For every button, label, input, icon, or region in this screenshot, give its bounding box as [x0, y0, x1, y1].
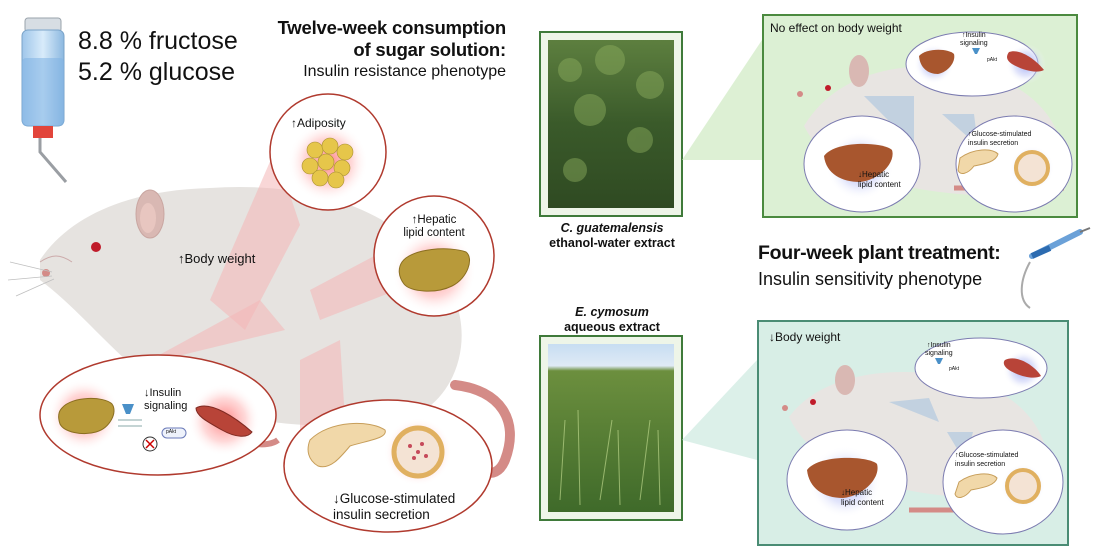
muscle-icon — [1007, 51, 1044, 72]
panel-treatment-cymosum: ↓Body weight ↑Insulin signaling pAkt ↓He… — [757, 320, 1069, 546]
panel-top-insulin-line1: ↑Insulin — [961, 32, 986, 39]
panel-top-graphics — [797, 31, 1073, 213]
insulin-callout-left — [39, 354, 277, 476]
panel-treatment-guatemalensis: No effect on body weight ↑Insulin signal… — [762, 14, 1078, 218]
left-body-weight-label: ↑Body weight — [178, 251, 256, 266]
right-title-line1: Four-week plant treatment: — [758, 242, 1001, 264]
left-title-line1: Twelve-week consumption — [277, 17, 507, 38]
plant1-caption: C. guatemalensis ethanol-water extract — [520, 221, 704, 251]
liver-icon — [824, 143, 893, 182]
panel-top-hepatic-line2: lipid content — [858, 180, 901, 189]
panel-bottom-gsis-label: ↑Glucose-stimulated insulin secretion — [955, 451, 1018, 469]
pancreas-icon — [307, 422, 386, 468]
adiposity-callout — [269, 93, 387, 211]
syringe-icon — [1020, 227, 1091, 309]
plant1-species: C. guatemalensis — [560, 221, 664, 235]
hepatic-callout-left — [373, 195, 495, 317]
panel-top-gsis-line1: ↑Glucose-stimulated — [968, 131, 1032, 138]
panel-bottom-hepatic-line2: lipid content — [841, 498, 884, 507]
insulin-receptor-icon — [935, 358, 943, 364]
panel-top-insulin-line2: signaling — [960, 40, 988, 47]
glucose-label: 5.2 % glucose — [78, 58, 236, 86]
left-title: Twelve-week consumption of sugar solutio… — [262, 17, 507, 83]
left-title-line2: of sugar solution: — [353, 39, 506, 60]
plant2-extract: aqueous extract — [564, 320, 660, 334]
left-insulin-label: ↓Insulin signaling — [144, 387, 187, 413]
panel-top-body-weight: No effect on body weight — [770, 21, 902, 35]
panel-bottom-insulin-line1: ↑Insulin — [926, 342, 951, 349]
left-gsis-line2: insulin secretion — [333, 507, 430, 522]
panel-bottom-akt-label: pAkt — [949, 366, 960, 372]
plant-photo-guatemalensis — [548, 40, 674, 208]
panel-bottom-insulin-label: ↑Insulin signaling — [925, 342, 953, 358]
insulin-receptor-icon — [118, 404, 187, 452]
islet-icon — [1005, 468, 1041, 504]
liver-icon — [58, 398, 115, 435]
left-title-line3: Insulin resistance phenotype — [303, 63, 506, 80]
left-insulin-line2: signaling — [144, 400, 188, 412]
panel-bottom-hepatic-label: ↓Hepatic lipid content — [841, 488, 884, 508]
insulin-receptor-icon — [972, 48, 980, 54]
left-hepatic-line1: ↑Hepatic — [411, 214, 457, 226]
panel-bottom-body-weight: ↓Body weight — [769, 330, 841, 344]
panel-bottom-gsis-line1: ↑Glucose-stimulated — [955, 452, 1019, 459]
panel-bottom-gsis-line2: insulin secretion — [955, 461, 1006, 468]
water-bottle-icon — [21, 17, 68, 183]
liver-icon — [807, 457, 878, 498]
left-gsis-label: ↓Glucose-stimulated insulin secretion — [333, 491, 455, 523]
left-insulin-line1: ↓Insulin — [144, 387, 182, 399]
panel-bottom-graphics — [782, 337, 1064, 535]
islet-icon — [1014, 150, 1050, 186]
muscle-icon — [1003, 358, 1041, 378]
liver-icon — [919, 49, 955, 74]
left-gsis-line1: ↓Glucose-stimulated — [333, 491, 456, 506]
panel-top-hepatic-line1: ↓Hepatic — [858, 170, 890, 179]
panel-bottom-hepatic-line1: ↓Hepatic — [841, 488, 873, 497]
panel-top-insulin-label: ↑Insulin signaling — [960, 32, 988, 48]
panel-bottom-insulin-line2: signaling — [925, 350, 953, 357]
adipocyte-icon — [301, 137, 354, 189]
panel-top-gsis-label: ↑Glucose-stimulated insulin secretion — [968, 130, 1031, 148]
sugar-composition: 8.8 % fructose 5.2 % glucose — [78, 26, 238, 88]
left-hepatic-label: ↑Hepatic lipid content — [398, 214, 470, 240]
left-akt-label: pAkt — [166, 429, 177, 435]
gsis-callout-left — [283, 399, 493, 533]
panel-top-akt-label: pAkt — [987, 57, 998, 63]
pancreas-icon — [957, 149, 999, 174]
plant2-caption: E. cymosum aqueous extract — [520, 305, 704, 335]
plant2-species: E. cymosum — [575, 305, 649, 319]
panel-top-gsis-line2: insulin secretion — [968, 140, 1019, 147]
plant1-extract: ethanol-water extract — [549, 236, 675, 250]
liver-icon — [398, 248, 470, 292]
panel-top-hepatic-label: ↓Hepatic lipid content — [858, 170, 901, 190]
pancreas-icon — [954, 473, 998, 498]
fructose-label: 8.8 % fructose — [78, 27, 238, 55]
muscle-icon — [195, 405, 253, 437]
right-title: Four-week plant treatment: Insulin sensi… — [758, 240, 1001, 291]
left-hepatic-line2: lipid content — [403, 227, 465, 239]
right-title-line2: Insulin sensitivity phenotype — [758, 269, 983, 289]
adiposity-label: ↑Adiposity — [291, 116, 346, 130]
